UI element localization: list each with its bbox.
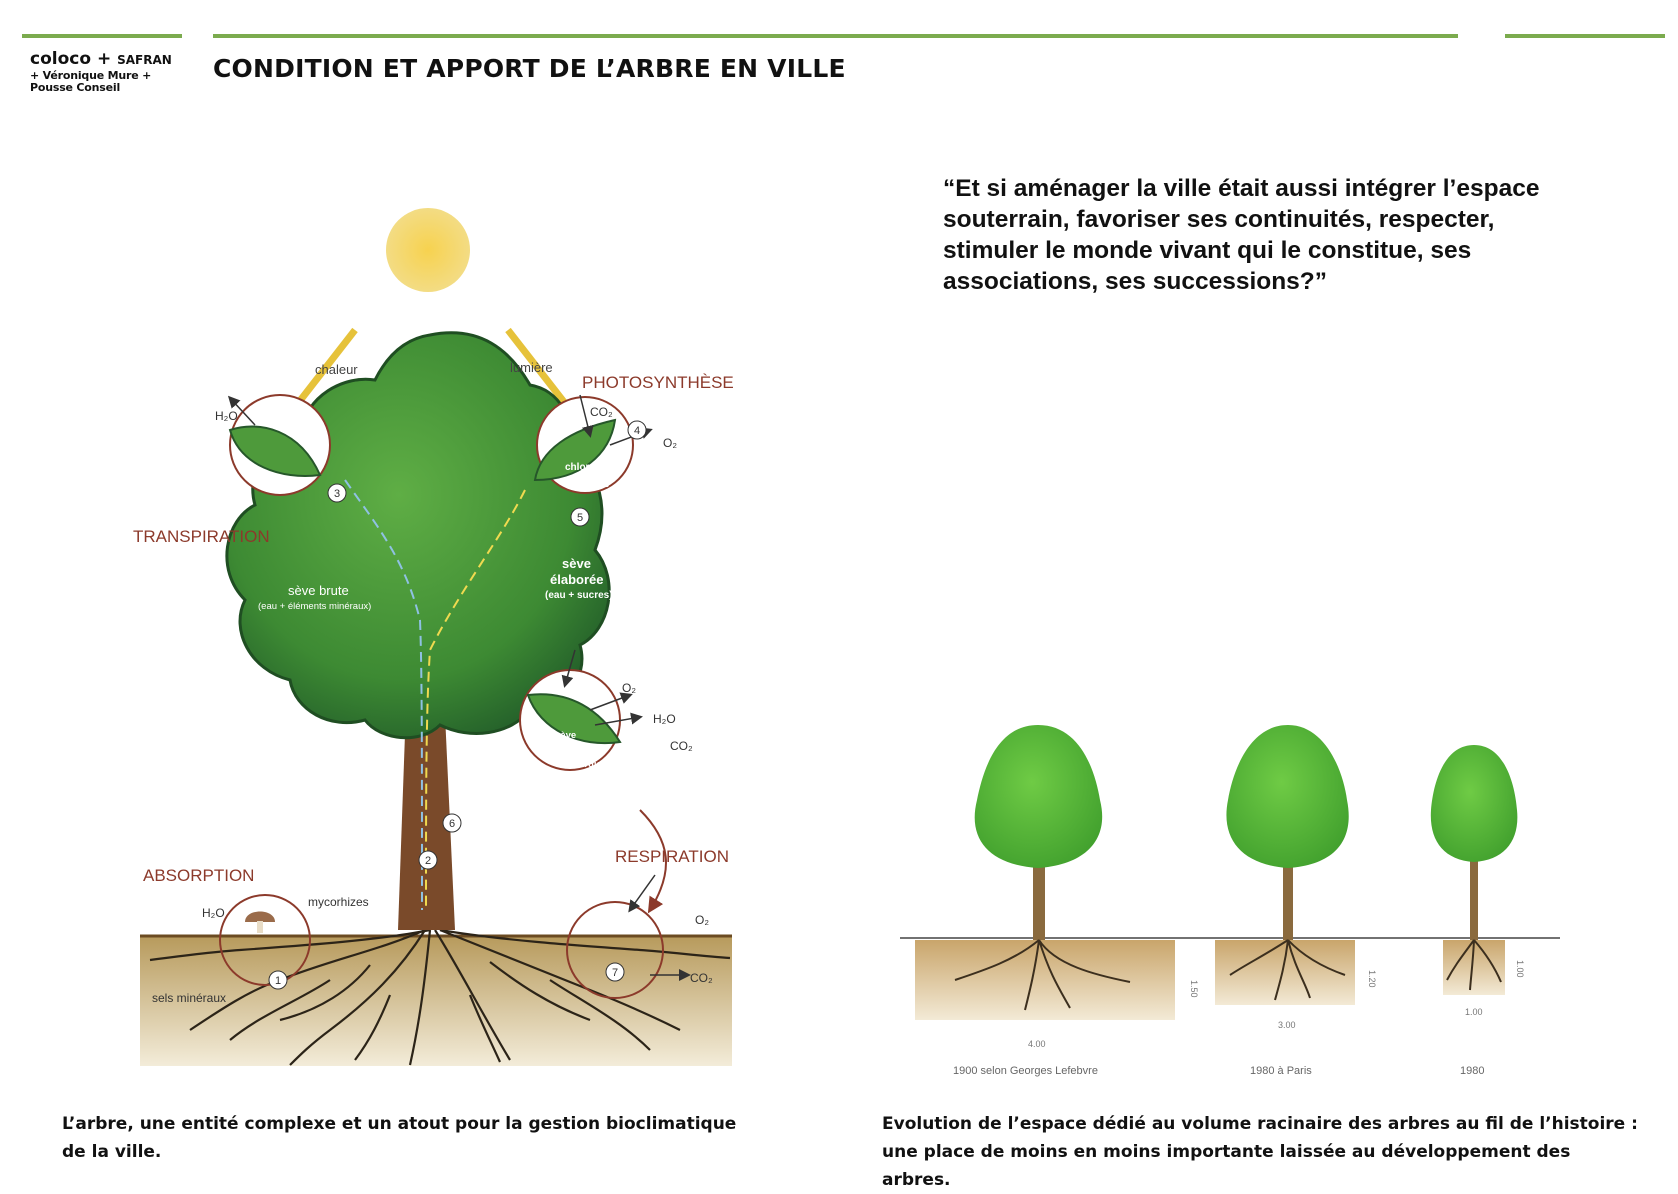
step-markers: 1 2 3 4 5 6 7 xyxy=(268,420,647,990)
label-respiration: RESPIRATION xyxy=(615,847,729,866)
label-chaleur: chaleur xyxy=(315,362,358,377)
tree-3-caption: 1980 xyxy=(1460,1065,1484,1077)
tree-1-caption: 1900 selon Georges Lefebvre xyxy=(953,1065,1098,1077)
label-absorption: ABSORPTION xyxy=(143,866,254,885)
tree-3-width-label: 1.00 xyxy=(1465,1007,1483,1017)
tree-1-depth-label: 1.50 xyxy=(1189,980,1199,998)
label-seve-elaboree-sub: (eau + sucres) xyxy=(545,590,613,601)
label-seve-brute-sub: (eau + éléments minéraux) xyxy=(258,601,371,612)
caption-right: Evolution de l’espace dédié au volume ra… xyxy=(882,1114,1638,1190)
tree-1980-paris xyxy=(1215,725,1355,1005)
respiration-arrow-icon xyxy=(639,809,667,914)
label-co2-soil: CO₂ xyxy=(690,971,713,985)
label-co2-mid: CO₂ xyxy=(670,739,693,753)
label-h2o-mid: H₂O xyxy=(653,712,676,726)
tree-2-caption: 1980 à Paris xyxy=(1250,1065,1312,1077)
tree-diagram: PHOTOSYNTHÈSE TRANSPIRATION ABSORPTION R… xyxy=(133,208,734,1066)
root-system xyxy=(149,928,731,1066)
brand-block: coloco + SAFRAN + Véronique Mure + Pouss… xyxy=(30,49,190,95)
brand-line-3: Pousse Conseil xyxy=(30,81,121,95)
tree-1-width-label: 4.00 xyxy=(1028,1039,1046,1049)
header-rule-right xyxy=(1505,34,1665,38)
header-rule-center xyxy=(213,34,1458,38)
mushroom-icon xyxy=(245,911,275,933)
marker-4: 4 xyxy=(634,425,640,437)
label-sucres: sucres xyxy=(577,479,610,490)
marker-3: 3 xyxy=(334,488,340,500)
label-co2-top: CO₂ xyxy=(590,405,613,419)
sun-icon xyxy=(386,208,470,292)
absorption-circle xyxy=(219,894,311,986)
brand-line-2: + Véronique Mure + xyxy=(30,68,152,82)
label-seve-brute: sève brute xyxy=(288,583,349,598)
label-sels: sels minéraux xyxy=(152,991,226,1005)
label-lumiere: lumière xyxy=(510,360,553,375)
label-transpiration: TRANSPIRATION xyxy=(133,527,270,546)
label-o2-mid: O₂ xyxy=(622,681,636,695)
label-leaf-seve: sève xyxy=(555,730,576,741)
marker-7: 7 xyxy=(612,967,618,979)
label-seve-elaboree-1: sève xyxy=(562,556,591,571)
marker-6: 6 xyxy=(449,818,455,830)
label-leaf-energie: énergie xyxy=(568,759,602,770)
tree-2-width-label: 3.00 xyxy=(1278,1020,1296,1030)
header-rule-left xyxy=(22,34,182,38)
caption-left: L’arbre, une entité complexe et un atout… xyxy=(62,1114,737,1162)
label-o2-top: O₂ xyxy=(663,436,677,450)
tree-1980 xyxy=(1430,745,1518,995)
label-leaf-elaboree: élaborée xyxy=(550,742,589,753)
tree-3-depth-label: 1.00 xyxy=(1515,960,1525,978)
label-h2o-top: H₂O xyxy=(215,409,238,423)
tree-2-depth-label: 1.20 xyxy=(1367,970,1377,988)
quote-text: “Et si aménager la ville était aussi int… xyxy=(943,175,1540,295)
root-evolution-diagram: 4.00 3.00 1.00 1.50 1.20 1.00 1900 selon… xyxy=(900,725,1560,1077)
brand-safran: SAFRAN xyxy=(117,53,172,67)
marker-5: 5 xyxy=(577,512,583,524)
soil-layer xyxy=(140,936,732,1066)
tree-1900 xyxy=(915,725,1175,1020)
label-photosynthese: PHOTOSYNTHÈSE xyxy=(582,373,734,392)
label-h2o-soil: H₂O xyxy=(202,906,225,920)
label-chlorophylle: chlorophylle xyxy=(565,462,625,473)
soil-respiration-circle xyxy=(566,901,664,999)
label-o2-soil: O₂ xyxy=(695,913,709,927)
label-mycorhizes: mycorhizes xyxy=(308,895,369,909)
label-seve-elaboree-2: élaborée xyxy=(550,572,603,587)
marker-1: 1 xyxy=(275,975,281,987)
brand-coloco: coloco + xyxy=(30,49,118,69)
marker-2: 2 xyxy=(425,855,431,867)
page-title: CONDITION ET APPORT DE L’ARBRE EN VILLE xyxy=(213,54,846,83)
